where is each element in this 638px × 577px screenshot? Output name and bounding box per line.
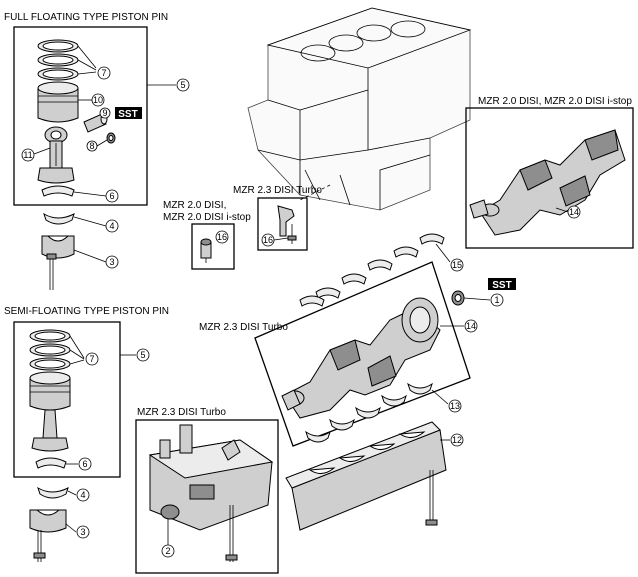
callout-15: 15	[452, 260, 462, 270]
callout-7-full: 7	[101, 68, 106, 78]
oil-jet-mzr20-frame	[191, 223, 235, 270]
callout-8-full: 8	[89, 141, 94, 151]
callout-4-semi: 4	[80, 490, 85, 500]
sst-badge-crank	[488, 278, 516, 290]
callout-3-full: 3	[109, 257, 114, 267]
oil-jet-mzr20	[200, 238, 212, 263]
callout-11-full: 11	[23, 150, 32, 160]
semi-floating-frame	[13, 321, 121, 478]
balancer-frame	[135, 419, 279, 574]
callout-5-full: 5	[180, 80, 185, 90]
pilot-bearing	[451, 290, 465, 306]
callout-10-full: 10	[93, 95, 103, 105]
connecting-rod-full	[37, 126, 75, 184]
main-bearing-caps	[285, 421, 447, 531]
rod-cap-full	[41, 235, 75, 290]
main-bearings-lower	[305, 382, 433, 443]
label-full-floating: FULL FLOATING TYPE PISTON PIN	[4, 12, 168, 23]
callout-12: 12	[452, 435, 462, 445]
callout-4-full: 4	[109, 221, 114, 231]
full-floating-frame	[13, 26, 148, 206]
callout-16-mzr23: 16	[263, 235, 273, 245]
oil-jet-mzr23	[277, 205, 297, 244]
crankshaft-mzr20-frame	[465, 107, 634, 249]
piston-semi	[29, 371, 71, 411]
snap-ring-full	[106, 132, 116, 144]
crankshaft-mzr23-frame	[254, 261, 471, 447]
balancer-unit	[148, 424, 274, 562]
callout-2: 2	[165, 546, 170, 556]
crankshaft-mzr20	[469, 129, 626, 236]
piston-full	[37, 81, 79, 123]
bearing-upper-semi	[35, 457, 67, 469]
connecting-rod-semi	[31, 409, 69, 452]
cylinder-block	[247, 7, 472, 211]
label-mzr23-turbo-crank: MZR 2.3 DISI Turbo	[199, 322, 288, 333]
piston-rings-full	[37, 39, 79, 81]
callout-1: 1	[494, 295, 499, 305]
callout-14-mzr20: 14	[569, 207, 579, 217]
piston-rings-semi	[29, 329, 71, 371]
callout-9-full: 9	[102, 108, 107, 118]
label-mzr20-line2: MZR 2.0 DISI i-stop	[163, 212, 251, 223]
bearing-upper-full	[41, 185, 75, 197]
callout-7-semi: 7	[89, 354, 94, 364]
oil-jet-mzr23-frame	[257, 197, 308, 251]
callout-5-semi: 5	[140, 350, 145, 360]
crankshaft-mzr23	[281, 297, 441, 419]
label-mzr20-istop-crank: MZR 2.0 DISI, MZR 2.0 DISI i-stop	[478, 96, 632, 107]
label-mzr23-turbo-balancer: MZR 2.3 DISI Turbo	[137, 407, 226, 418]
sst-badge-piston	[115, 107, 142, 119]
bearing-lower-full	[43, 212, 75, 225]
callout-6-full: 6	[109, 191, 114, 201]
callout-13: 13	[450, 401, 460, 411]
label-mzr20-line1: MZR 2.0 DISI,	[163, 200, 226, 211]
callout-14-mzr23: 14	[466, 321, 476, 331]
callout-3-semi: 3	[80, 527, 85, 537]
label-mzr23-turbo-jet: MZR 2.3 DISI Turbo	[233, 185, 322, 196]
callout-16-mzr20: 16	[217, 232, 227, 242]
sst-label-crank: SST	[492, 280, 511, 291]
callout-6-semi: 6	[82, 459, 87, 469]
main-bearings-upper	[299, 233, 445, 307]
label-semi-floating: SEMI-FLOATING TYPE PISTON PIN	[4, 306, 169, 317]
bearing-lower-semi	[37, 486, 69, 499]
rod-cap-semi	[29, 509, 67, 562]
sst-label-piston: SST	[118, 109, 137, 120]
